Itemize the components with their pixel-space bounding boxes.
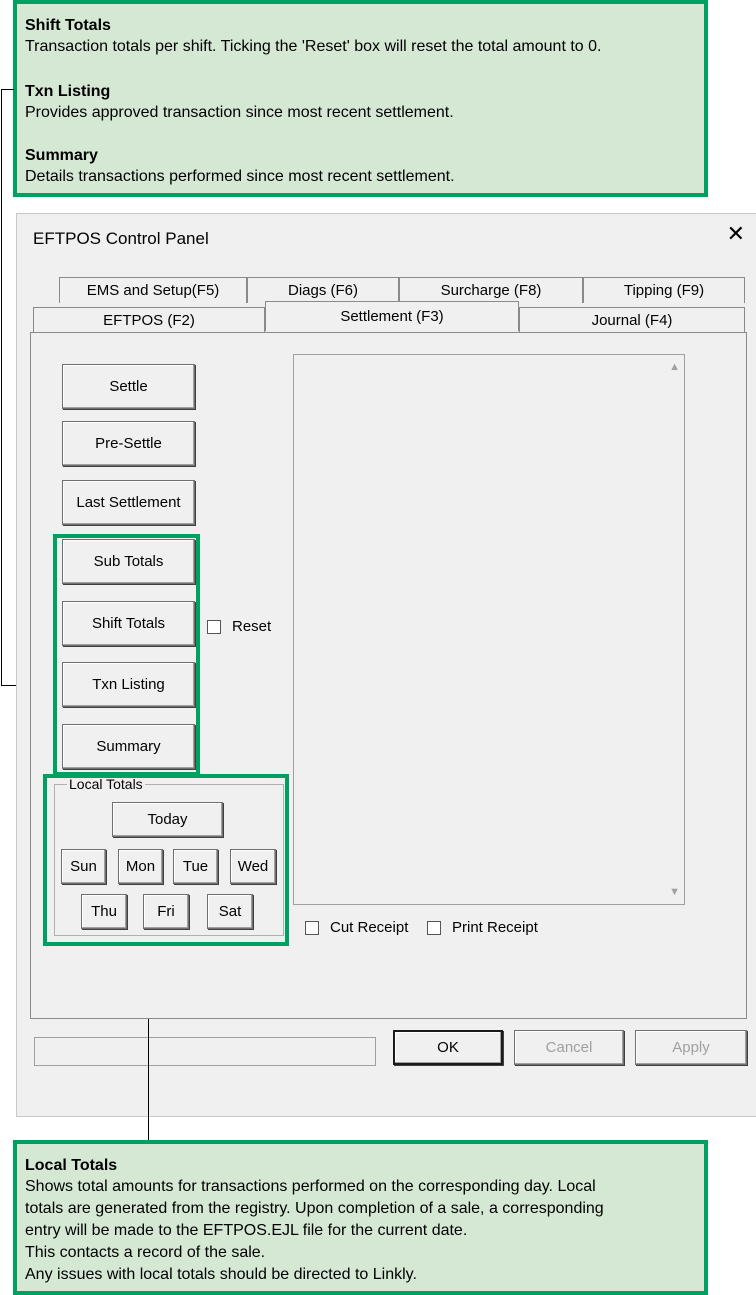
callout-text-txn-listing: Provides approved transaction since most… — [25, 104, 454, 121]
reset-checkbox[interactable] — [207, 620, 221, 634]
callout-text-summary: Details transactions performed since mos… — [25, 168, 455, 185]
callout-line: entry will be made to the EFTPOS.EJL fil… — [25, 1222, 468, 1239]
day-button-thu[interactable]: Thu — [81, 894, 127, 929]
scroll-down-icon[interactable]: ▼ — [669, 886, 680, 898]
summary-button[interactable]: Summary — [62, 724, 195, 769]
status-bar — [34, 1037, 376, 1066]
day-button-sat[interactable]: Sat — [207, 894, 253, 929]
callout-line: This contacts a record of the sale. — [25, 1244, 266, 1261]
callout-heading-txn-listing: Txn Listing — [25, 83, 111, 100]
callout-text-shift-totals: Transaction totals per shift. Ticking th… — [25, 38, 602, 55]
connector-line — [1, 89, 2, 686]
scroll-up-icon[interactable]: ▲ — [669, 361, 680, 373]
day-button-fri[interactable]: Fri — [143, 894, 189, 929]
txn-listing-button[interactable]: Txn Listing — [62, 662, 195, 707]
top-callout: Shift Totals Transaction totals per shif… — [13, 0, 708, 197]
tab-tipping[interactable]: Tipping (F9) — [583, 277, 745, 303]
settlement-output-list[interactable]: ▲ ▼ — [293, 354, 685, 905]
callout-line: Any issues with local totals should be d… — [25, 1266, 417, 1283]
sub-totals-button[interactable]: Sub Totals — [62, 539, 195, 584]
print-receipt-label: Print Receipt — [452, 919, 538, 936]
callout-line: Shows total amounts for transactions per… — [25, 1178, 596, 1195]
tab-settlement[interactable]: Settlement (F3) — [265, 301, 519, 331]
eftpos-control-panel-window: EFTPOS Control Panel ✕ EMS and Setup(F5)… — [16, 213, 756, 1117]
local-totals-title: Local Totals — [67, 776, 145, 792]
day-button-mon[interactable]: Mon — [118, 849, 163, 884]
pre-settle-button[interactable]: Pre-Settle — [62, 421, 195, 466]
last-settlement-button[interactable]: Last Settlement — [62, 480, 195, 525]
day-button-wed[interactable]: Wed — [230, 849, 276, 884]
close-icon[interactable]: ✕ — [726, 221, 745, 246]
tab-ems-setup[interactable]: EMS and Setup(F5) — [59, 277, 247, 303]
connector-line — [1, 89, 14, 90]
tab-eftpos[interactable]: EFTPOS (F2) — [33, 307, 265, 333]
reset-label: Reset — [232, 618, 272, 635]
window-title: EFTPOS Control Panel — [33, 229, 209, 248]
cut-receipt-label: Cut Receipt — [330, 919, 409, 936]
ok-button[interactable]: OK — [393, 1030, 503, 1065]
print-receipt-checkbox[interactable] — [427, 921, 441, 935]
tab-surcharge[interactable]: Surcharge (F8) — [399, 277, 583, 303]
settle-button[interactable]: Settle — [62, 364, 195, 409]
callout-heading-summary: Summary — [25, 147, 98, 164]
apply-button[interactable]: Apply — [635, 1030, 747, 1065]
callout-heading-shift-totals: Shift Totals — [25, 17, 111, 34]
cancel-button[interactable]: Cancel — [514, 1030, 624, 1065]
shift-totals-button[interactable]: Shift Totals — [62, 601, 195, 646]
callout-heading-local-totals: Local Totals — [25, 1157, 118, 1174]
settlement-panel: Settle Pre-Settle Last Settlement Sub To… — [30, 332, 747, 1019]
local-totals-group: Local Totals Today Sun Mon Tue Wed Thu F… — [54, 776, 284, 936]
day-button-tue[interactable]: Tue — [173, 849, 218, 884]
cut-receipt-checkbox[interactable] — [305, 921, 319, 935]
day-button-sun[interactable]: Sun — [61, 849, 106, 884]
bottom-callout: Local Totals Shows total amounts for tra… — [13, 1140, 708, 1295]
callout-line: totals are generated from the registry. … — [25, 1200, 604, 1217]
tab-journal[interactable]: Journal (F4) — [519, 307, 745, 333]
connector-line — [148, 946, 149, 1140]
today-button[interactable]: Today — [112, 802, 223, 837]
tab-diags[interactable]: Diags (F6) — [247, 277, 399, 303]
